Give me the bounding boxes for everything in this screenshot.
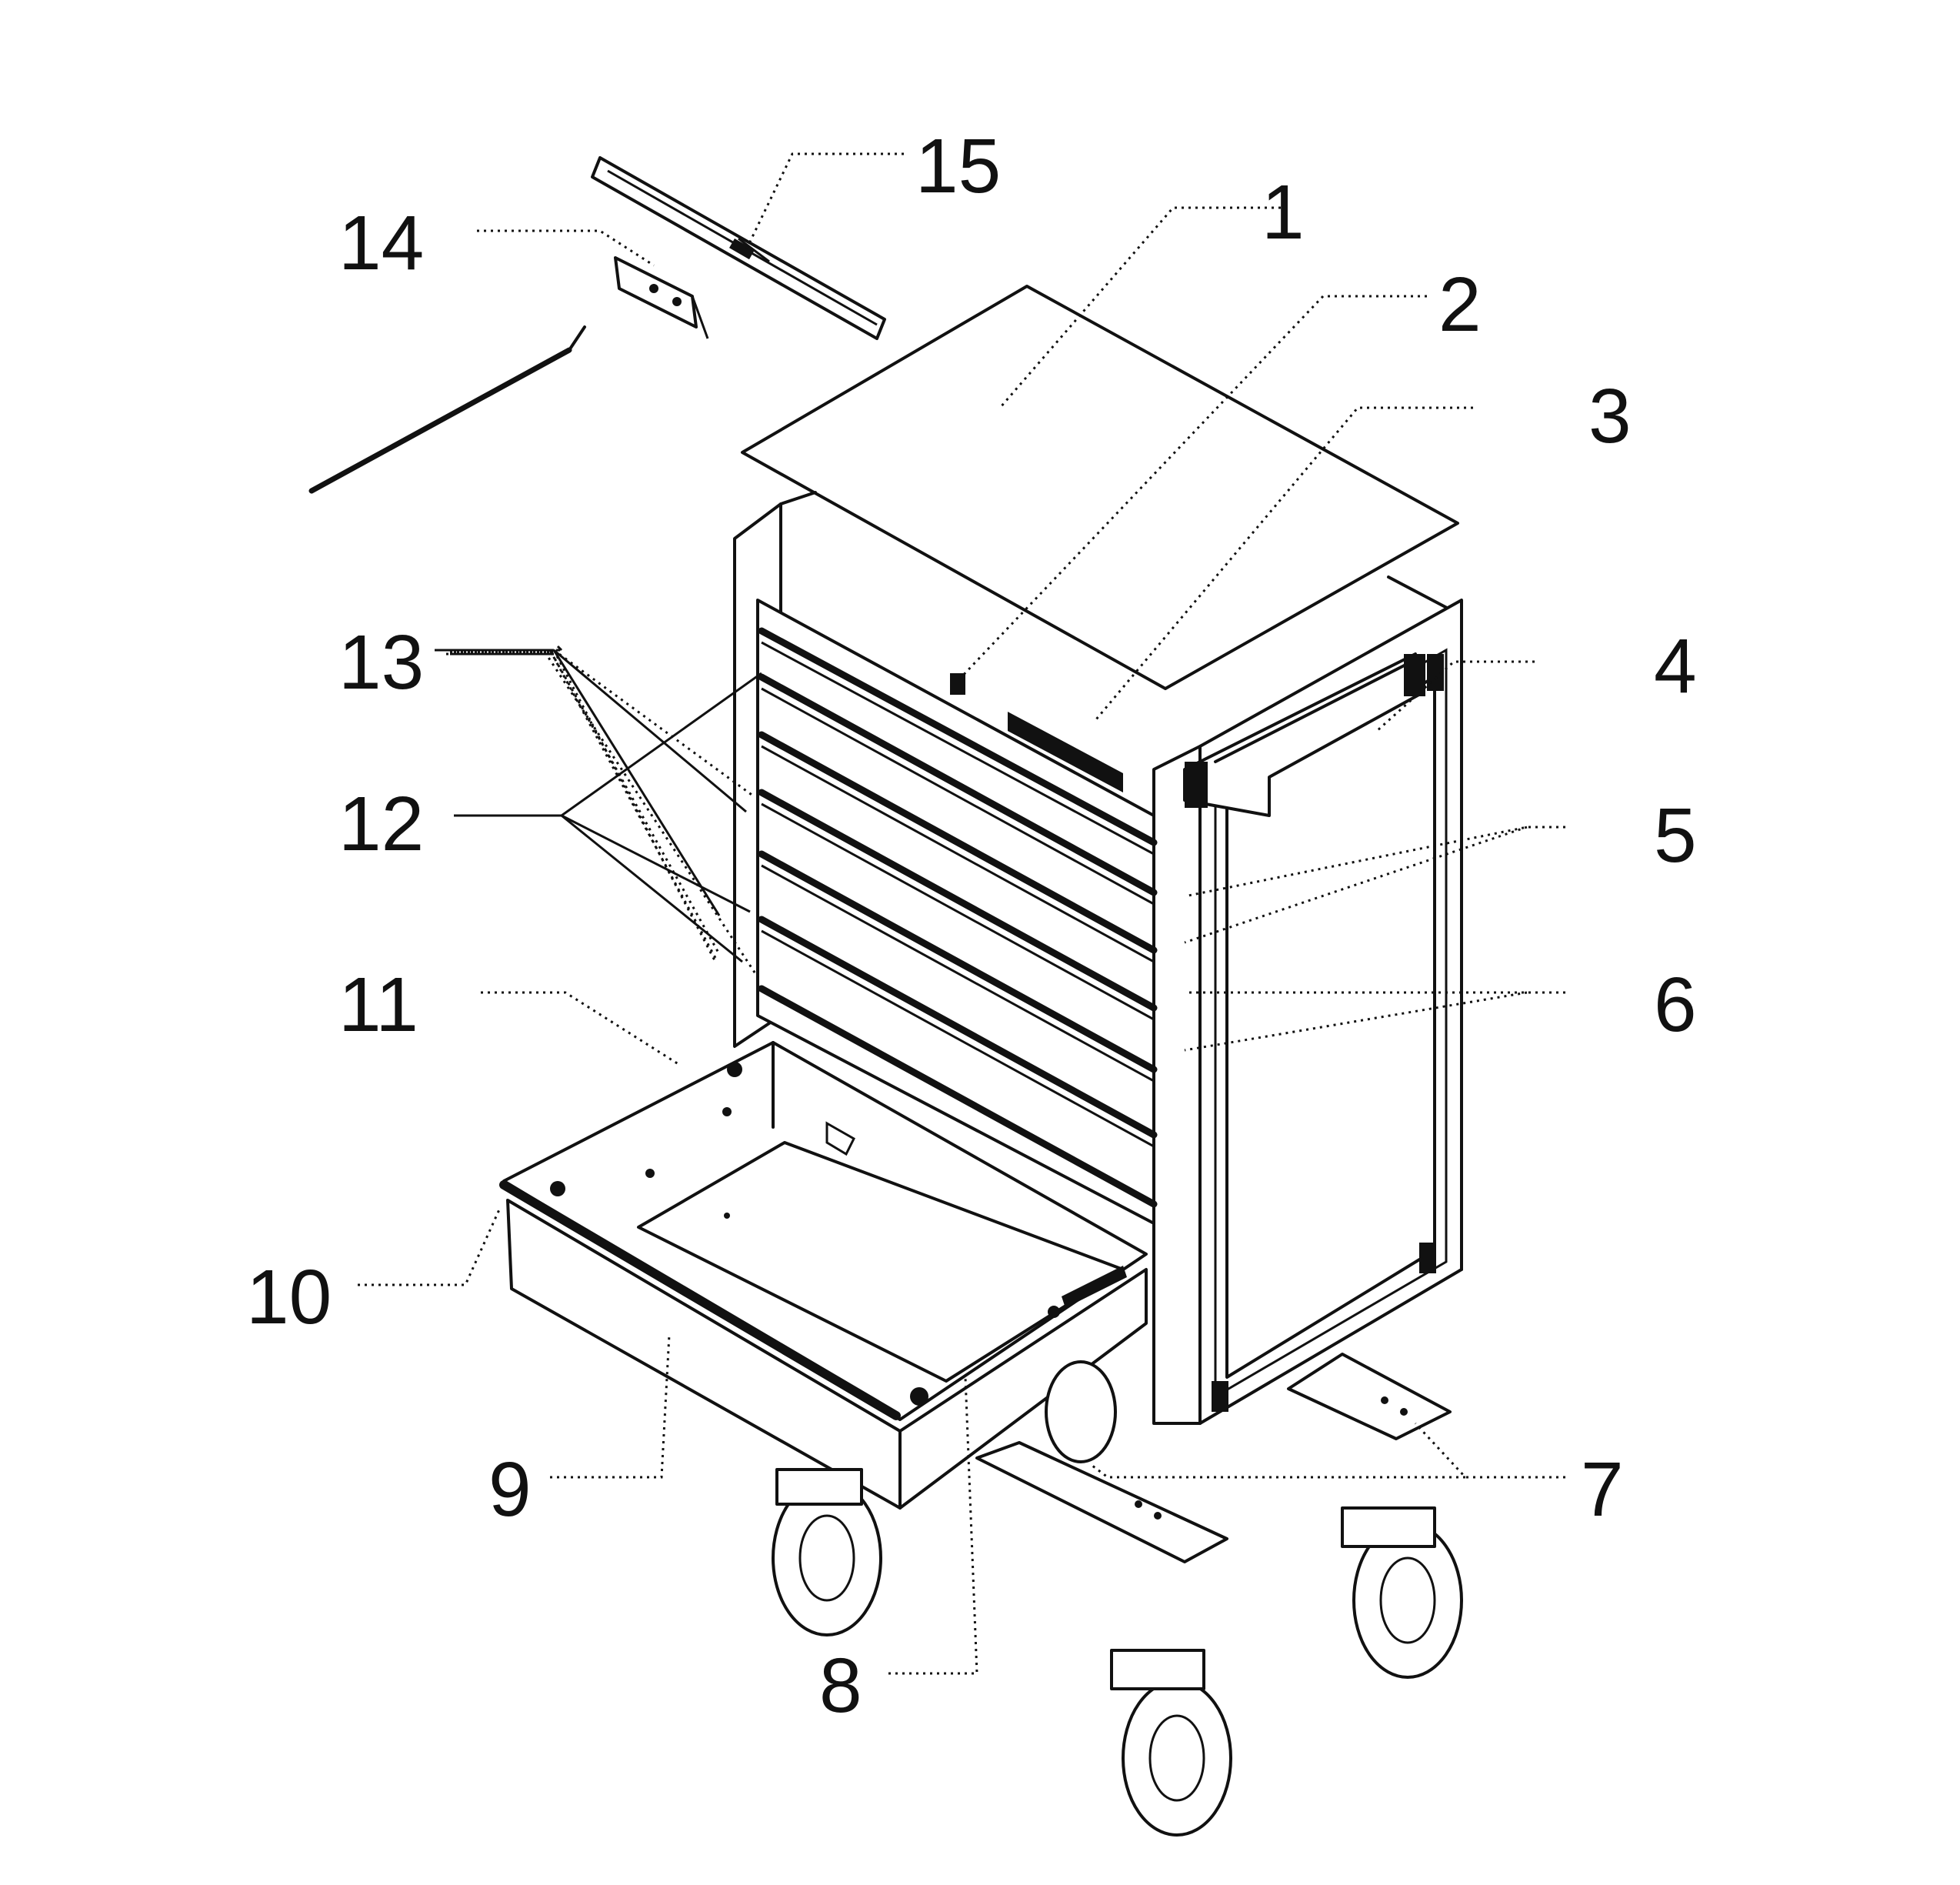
callout-7: 7 <box>1581 1446 1624 1533</box>
callout-1: 1 <box>1262 169 1305 255</box>
callout-14: 14 <box>338 200 424 286</box>
label-plate <box>1008 712 1123 792</box>
caster-front-left <box>772 1468 882 1636</box>
callout-13: 13 <box>338 619 424 706</box>
callout-2: 2 <box>1438 262 1482 348</box>
drawer-fronts <box>758 627 1158 1208</box>
caster-rear-left <box>1045 1360 1117 1463</box>
lock <box>950 673 965 695</box>
callout-15: 15 <box>915 123 1001 209</box>
caster-front-right <box>1110 1649 1232 1837</box>
open-drawer <box>499 1041 1148 1510</box>
mounting-bracket <box>614 256 709 339</box>
callout-8: 8 <box>819 1643 862 1729</box>
callout-labels: 1 2 3 4 5 6 7 8 9 10 11 12 13 14 15 <box>246 123 1697 1729</box>
base-plates <box>975 1353 1452 1563</box>
callout-6: 6 <box>1654 962 1697 1048</box>
callout-4: 4 <box>1654 623 1697 709</box>
side-handle <box>1183 652 1425 817</box>
callout-9: 9 <box>488 1446 532 1533</box>
caster-rear-right <box>1341 1506 1463 1679</box>
drawer-slide-rail <box>591 156 886 340</box>
callout-5: 5 <box>1654 792 1697 879</box>
top-panel <box>741 285 1459 690</box>
leader-lines <box>358 152 1565 1675</box>
callout-11: 11 <box>338 962 418 1048</box>
callout-10: 10 <box>246 1254 332 1340</box>
callout-3: 3 <box>1588 373 1632 459</box>
callout-12: 12 <box>338 781 424 867</box>
rod <box>308 325 586 494</box>
